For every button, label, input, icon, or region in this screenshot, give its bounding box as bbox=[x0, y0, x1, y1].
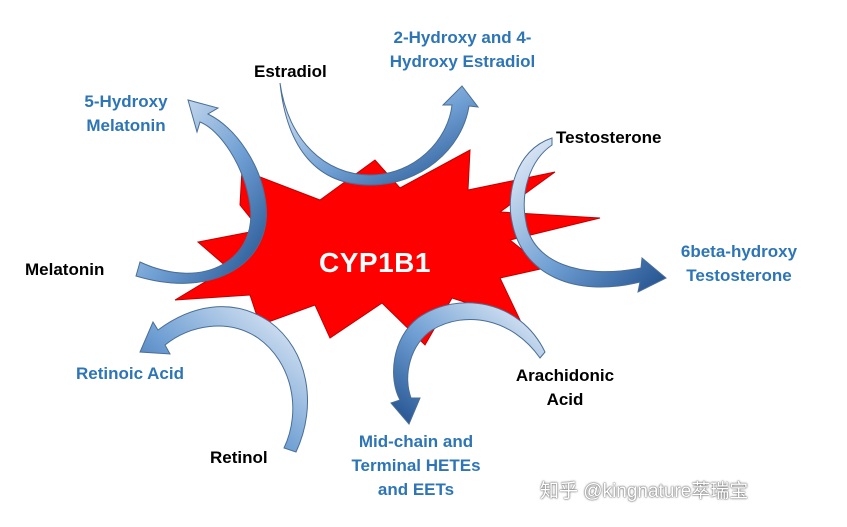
substrate-arachidonic-acid: Arachidonic Acid bbox=[515, 366, 615, 409]
watermark: 知乎 @kingnature萃瑞宝 bbox=[540, 481, 749, 502]
substrate-testosterone: Testosterone bbox=[556, 128, 662, 147]
product-5-hydroxy-melatonin: 5-Hydroxy Melatonin bbox=[84, 92, 168, 135]
arrow-testosterone bbox=[509, 137, 667, 293]
product-hydroxy-estradiol: 2-Hydroxy and 4- Hydroxy Estradiol bbox=[389, 28, 536, 71]
arrow-melatonin bbox=[135, 99, 267, 284]
product-retinoic-acid: Retinoic Acid bbox=[76, 364, 184, 383]
product-hetes-eets: Mid-chain and Terminal HETEs and EETs bbox=[351, 432, 481, 499]
product-6beta-hydroxy-testosterone: 6beta-hydroxy Testosterone bbox=[680, 242, 798, 285]
substrate-estradiol: Estradiol bbox=[254, 62, 327, 81]
arrow-arachidonic-acid bbox=[390, 302, 546, 425]
substrate-retinol: Retinol bbox=[210, 448, 268, 467]
cyp1b1-label: CYP1B1 bbox=[319, 247, 431, 278]
arrow-retinol bbox=[139, 306, 308, 453]
arrow-estradiol bbox=[279, 82, 480, 186]
substrate-melatonin: Melatonin bbox=[25, 260, 105, 279]
